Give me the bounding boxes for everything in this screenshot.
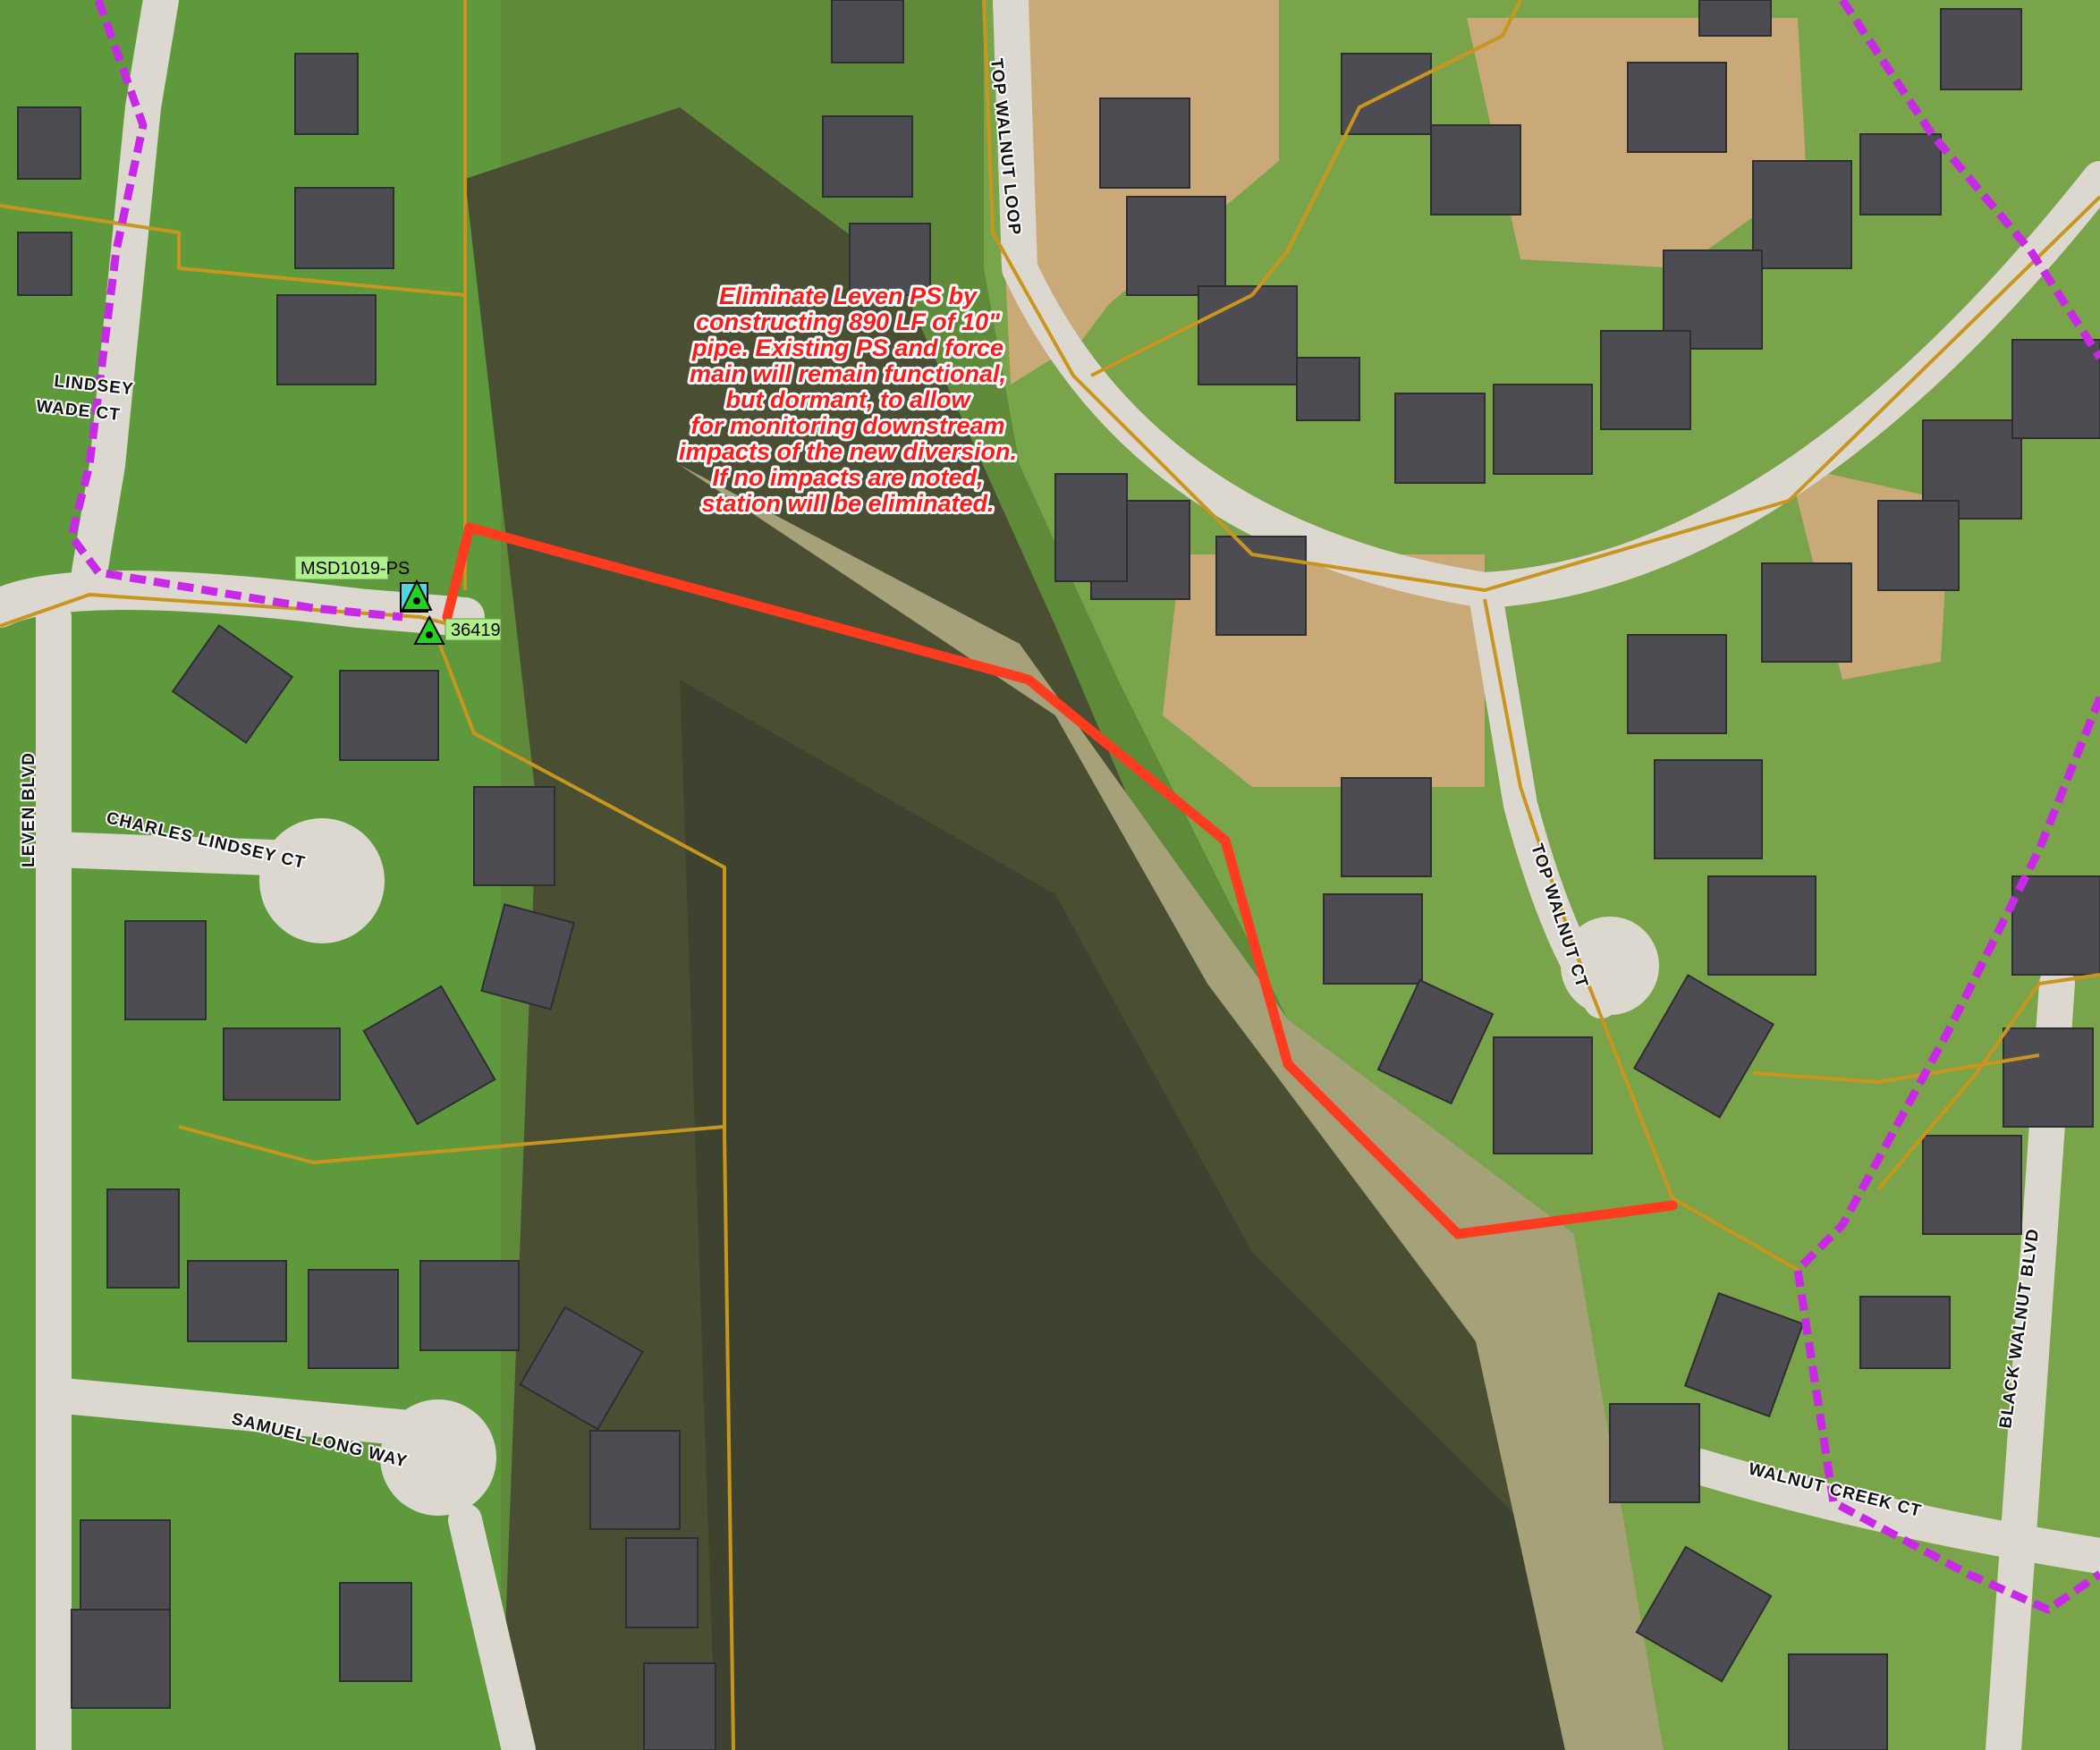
- annotation-line: constructing 890 LF of 10": [696, 309, 1001, 335]
- annotation-line: main will remain functional,: [690, 360, 1006, 387]
- annotation-line: for monitoring downstream: [691, 412, 1005, 439]
- annotation-line: impacts of the new diversion.: [679, 438, 1017, 465]
- annotation-line: pipe. Existing PS and force: [691, 334, 1003, 361]
- svg-text:MSD1019-PS: MSD1019-PS: [301, 559, 410, 579]
- svg-text:36419: 36419: [451, 621, 501, 640]
- pump-station-label: MSD1019-PS: [294, 555, 410, 580]
- annotation-line: but dormant, to allow: [726, 386, 972, 413]
- service-boundary: [67, 0, 2100, 1614]
- annotation-line: If no impacts are noted,: [712, 464, 983, 491]
- pump-station-marker[interactable]: [400, 579, 433, 613]
- street-label-leven-blvd: LEVEN BLVD: [20, 752, 38, 867]
- annotation-line: station will be eliminated.: [701, 490, 994, 517]
- manhole-marker[interactable]: [413, 614, 445, 645]
- annotation-line: Eliminate Leven PS by: [719, 283, 978, 309]
- manhole-label: 36419: [445, 618, 502, 641]
- houses: [17, 0, 2100, 1750]
- proposed-pipe-route: [442, 522, 1678, 1239]
